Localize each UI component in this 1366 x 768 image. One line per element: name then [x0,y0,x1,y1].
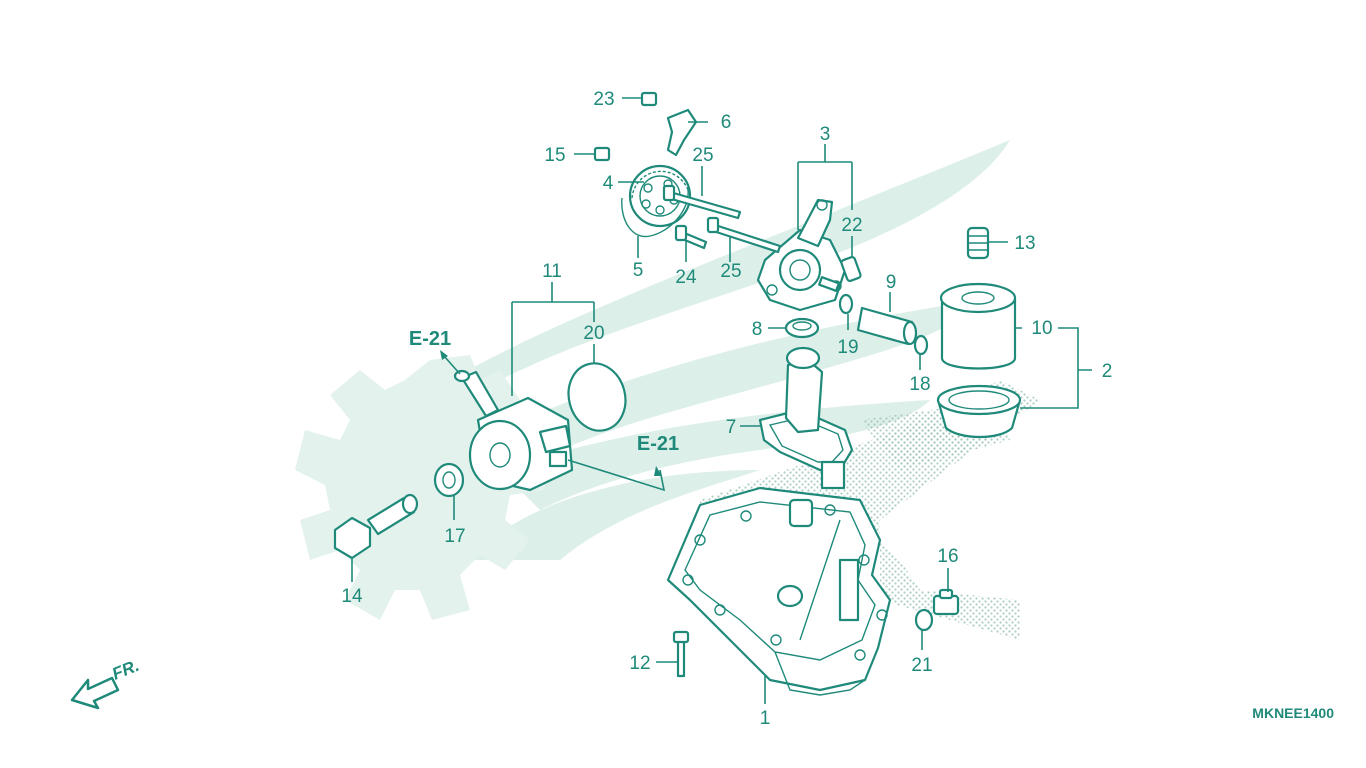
callout-17: 17 [444,526,465,547]
callout-8: 8 [752,319,763,340]
callout-10: 10 [1031,318,1052,339]
sealing-washer [433,462,465,498]
cooler-center-bolt [333,493,419,560]
reference-label-upper: E-21 [409,328,451,350]
callout-2: 2 [1102,361,1113,382]
callout-23: 23 [593,89,614,110]
callout-6: 6 [721,112,732,133]
o-ring [913,334,929,356]
callout-14: 14 [341,586,363,607]
dowel-pin [840,256,862,282]
leader-lines [351,97,1092,704]
callout-11: 11 [542,261,562,282]
callout-19: 19 [837,337,858,358]
diagram-code: MKNEE1400 [1252,705,1334,721]
drain-bolt [932,588,960,616]
relief-valve [856,306,918,346]
callout-12: 12 [629,653,650,674]
callout-25-upper: 25 [692,145,713,166]
callout-25-lower: 25 [720,261,741,282]
oil-strainer [758,346,854,490]
callout-3: 3 [820,124,831,145]
callout-15: 15 [544,145,565,166]
callout-24: 24 [675,267,697,288]
o-ring [838,293,854,315]
cooler-o-ring [567,362,627,432]
callout-20: 20 [583,323,604,344]
reference-label-lower: E-21 [637,433,679,455]
callout-4: 4 [603,173,614,194]
oil-seal [784,317,820,339]
callout-7: 7 [726,417,737,438]
callout-21: 21 [911,655,932,676]
callout-9: 9 [886,272,897,293]
callout-5: 5 [633,260,644,281]
callout-18: 18 [909,374,930,395]
front-label: FR. [109,656,142,684]
callout-22: 22 [841,215,862,236]
callout-13: 13 [1014,233,1035,254]
callout-labels: 1 2 3 4 5 6 7 8 9 10 11 12 13 14 15 16 1… [341,89,1112,729]
front-direction-indicator: FR. [70,656,142,710]
bolts [593,91,782,678]
oil-pan [666,486,892,696]
oil-filter [939,282,1017,370]
oil-cooler [453,369,574,492]
callout-1: 1 [760,708,771,729]
drive-chain [621,189,689,238]
filter-center-bolt [966,226,990,260]
filter-case [936,384,1022,438]
drain-washer [914,608,934,632]
front-arrow-icon [70,676,120,710]
callout-16: 16 [937,546,958,567]
